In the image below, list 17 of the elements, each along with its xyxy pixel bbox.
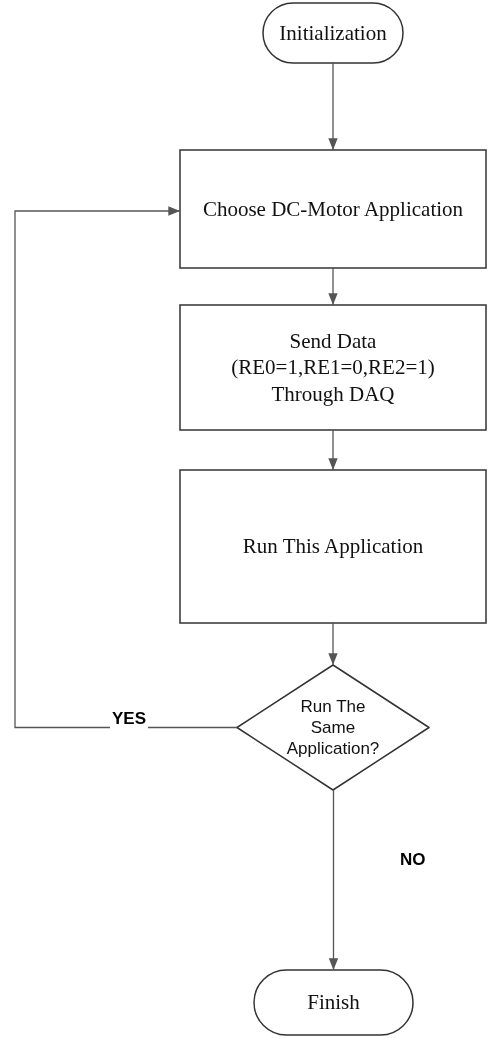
edge-label: YES [110,709,149,729]
process-box [179,469,487,624]
node-text: Run This Application [242,533,424,560]
arrow [328,267,338,306]
node-text: Finish [307,989,360,1016]
arrow [328,789,339,971]
process-box [179,304,487,431]
arrow [328,62,338,151]
node-text: Initialization [279,19,387,47]
arrow [328,622,338,666]
node-text: Run The Same Application? [285,695,381,760]
node-text: Choose DC-Motor Application [202,195,464,223]
arrow [14,206,238,729]
decision-diamond [236,664,430,791]
arrow [328,429,338,471]
node-text: Send Data (RE0=1,RE1=0,RE2=1) Through DAQ [230,328,436,407]
process-box [179,149,487,269]
